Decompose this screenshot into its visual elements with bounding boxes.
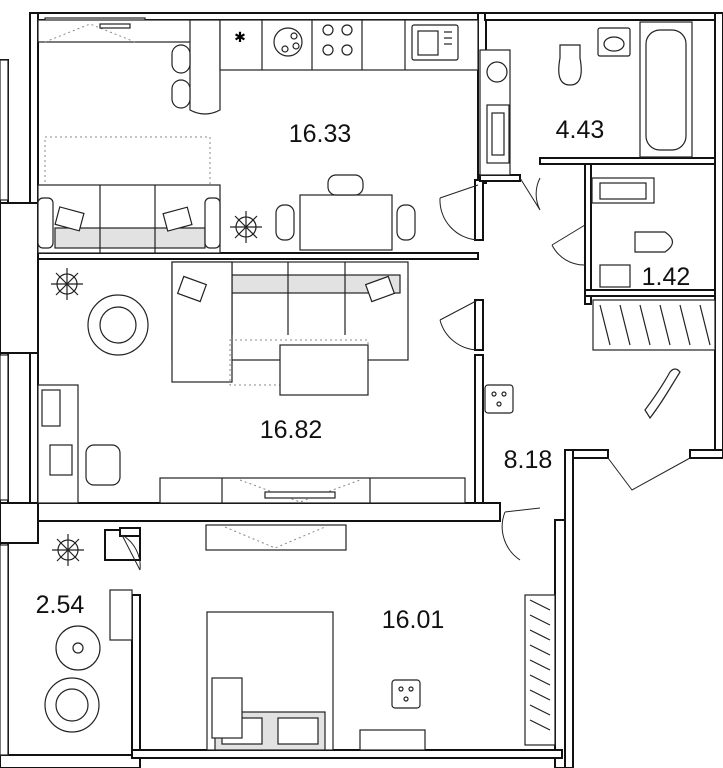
toilet-area: 1.42	[642, 263, 691, 291]
balcony-furniture	[44, 534, 101, 733]
svg-text:✱: ✱	[234, 30, 246, 46]
bedroom-furniture	[205, 524, 556, 751]
balcony-area: 2.54	[36, 591, 85, 619]
kitchen-area: 16.33	[289, 120, 352, 148]
hallway-items	[484, 299, 716, 420]
bathroom-fixtures	[479, 21, 693, 288]
room-labels: 16.33 4.43 1.42 16.82 8.18 2.54 16.01	[36, 116, 691, 634]
hallway-area: 8.18	[504, 446, 553, 474]
living-room-area: 16.82	[260, 416, 323, 444]
doors	[121, 177, 691, 571]
kitchen-furniture: ✱	[37, 19, 479, 254]
bedroom-area: 16.01	[382, 606, 445, 634]
walls	[0, 12, 723, 768]
living-furniture	[37, 261, 466, 504]
bathroom-area: 4.43	[556, 116, 605, 144]
